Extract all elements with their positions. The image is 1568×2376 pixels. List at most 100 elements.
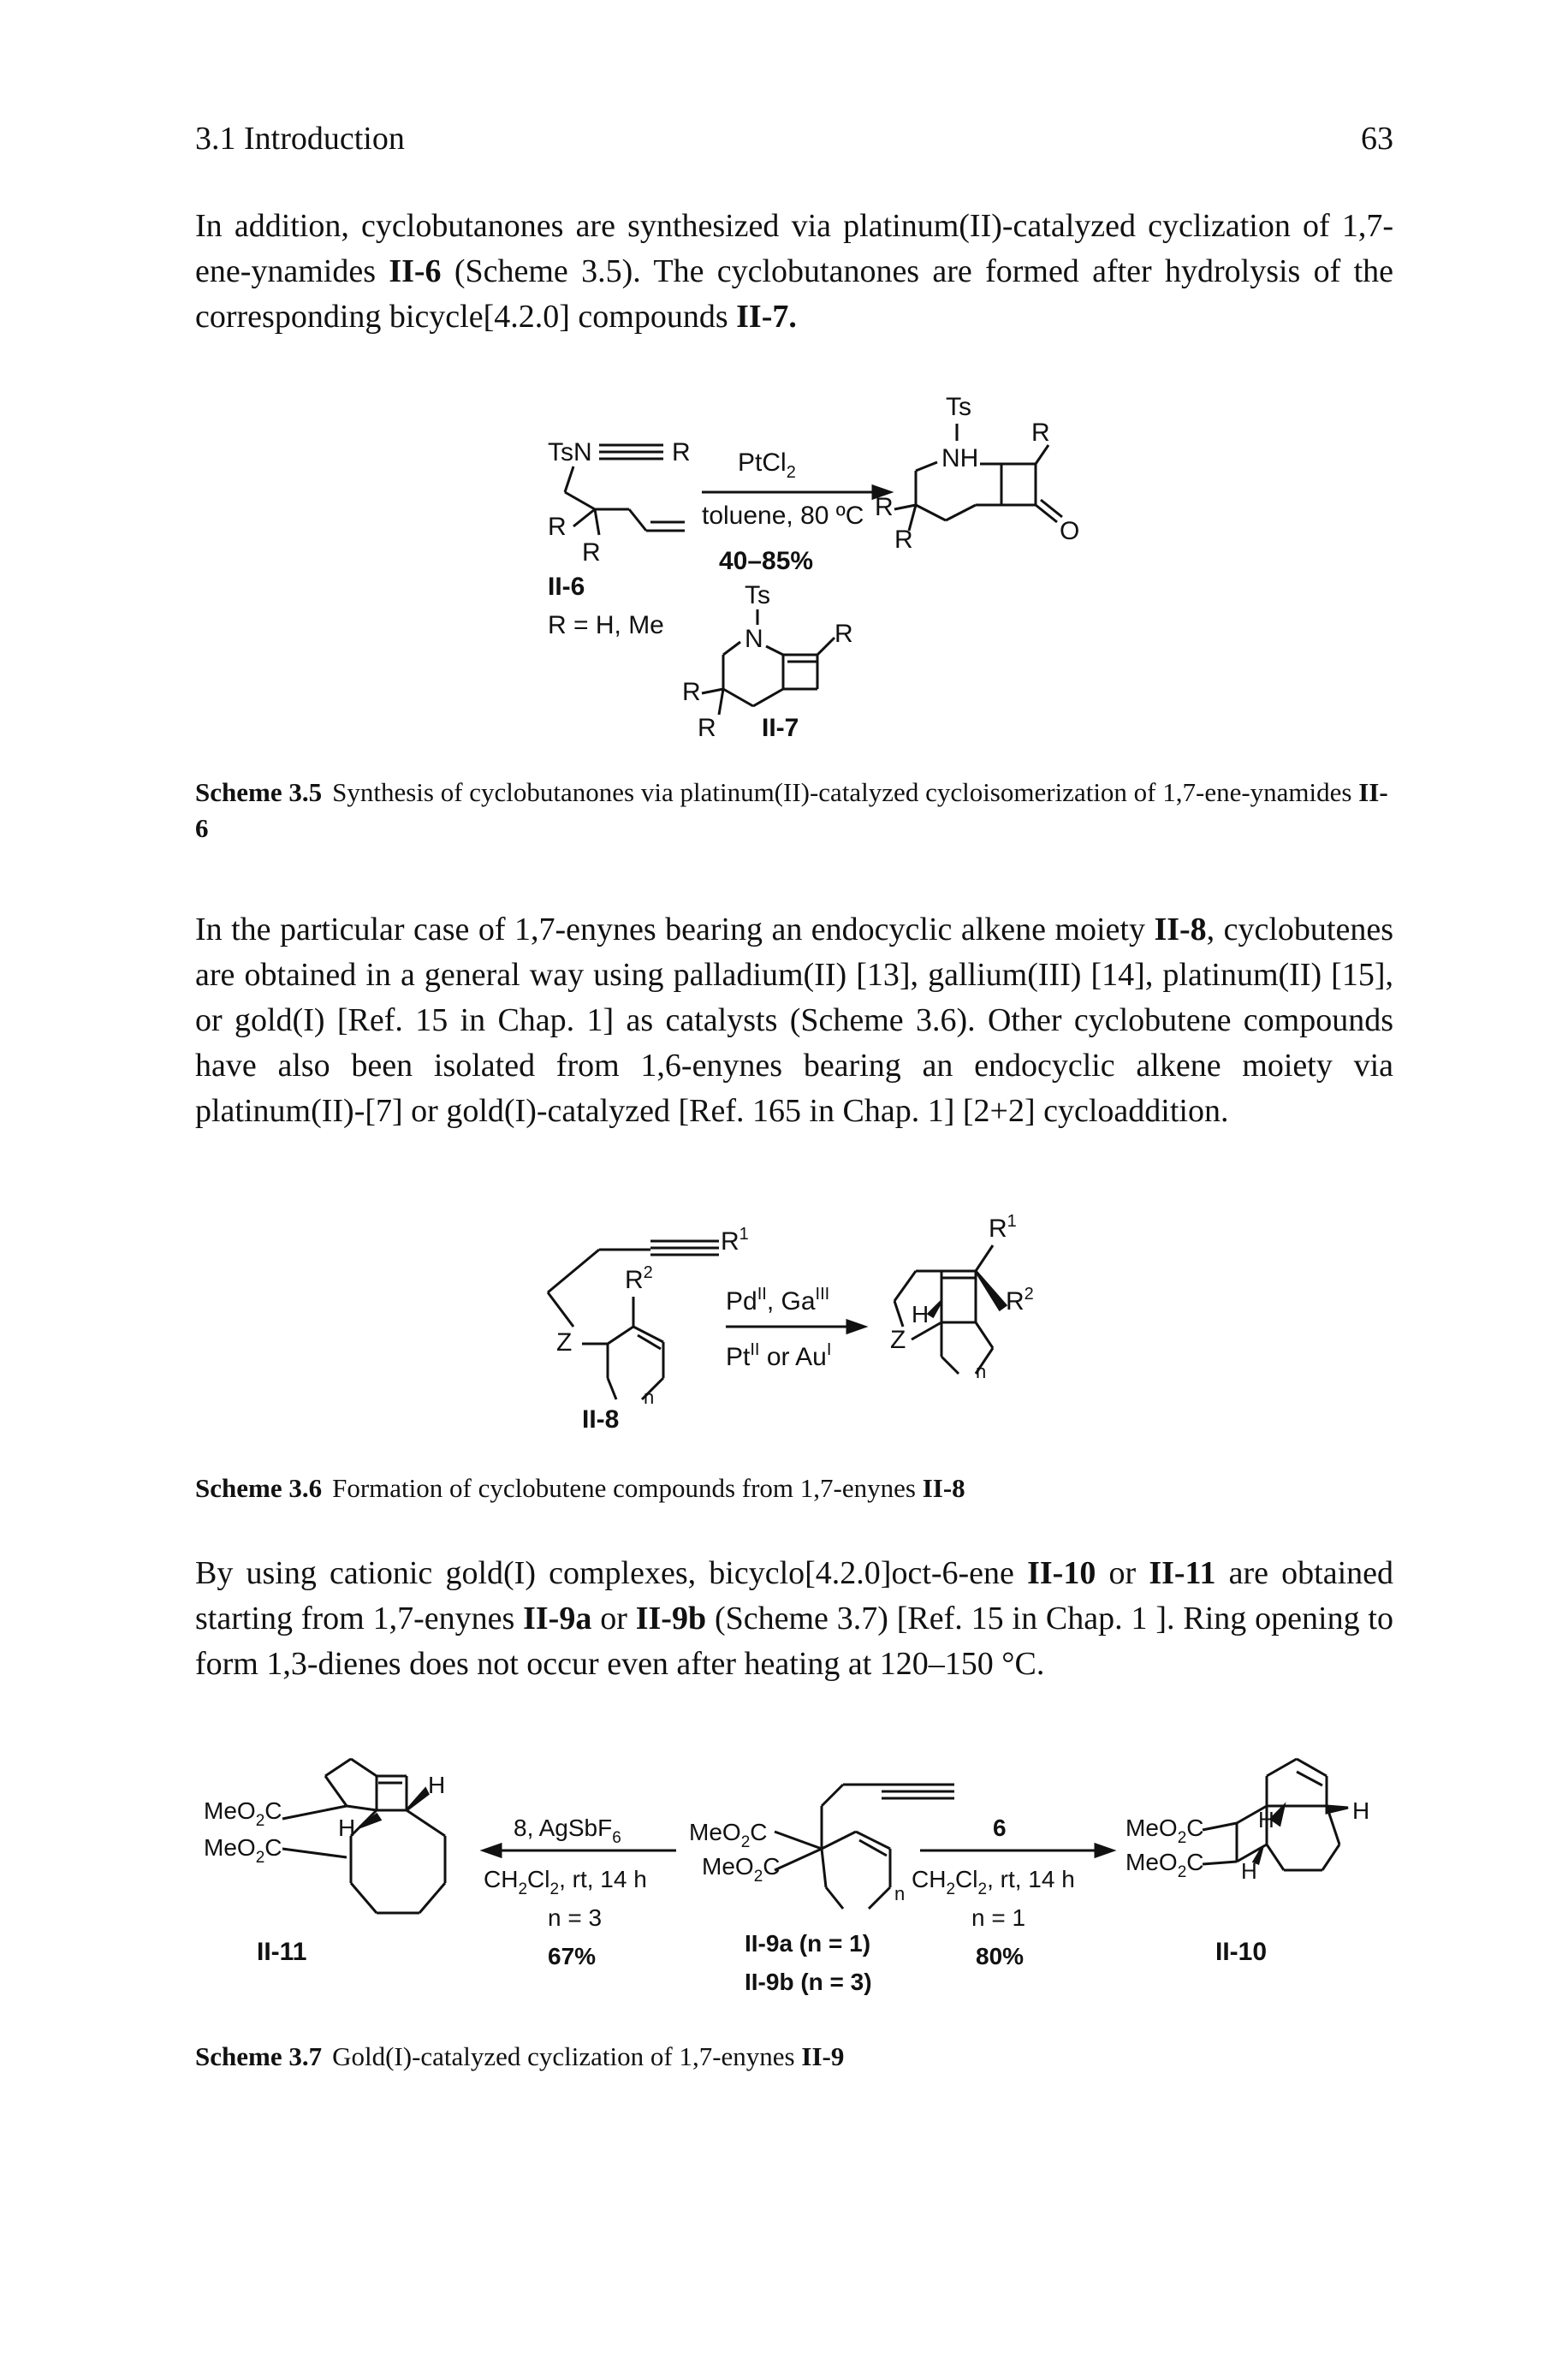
text-run: (Scheme 3.7) [Ref. 15 in Chap. 1 ]. Ring…: [195, 1601, 1393, 1682]
atom-label: NH: [941, 444, 978, 472]
atom-label: R: [548, 513, 567, 541]
atom-label: MeO2C: [204, 1797, 282, 1830]
compound-label: II-9b (n = 3): [745, 1969, 872, 1995]
atom-label: R1: [721, 1225, 749, 1256]
atom-label: H: [1258, 1807, 1274, 1832]
enyne-II-8-structure: R1 Z R2 n II-8: [546, 1225, 749, 1434]
compound-ref: II-9b: [635, 1601, 707, 1636]
text-run: , cyclobutenes are obtained in a general…: [195, 912, 1393, 1129]
atom-label: R: [672, 438, 691, 466]
ring-size-label: n = 3: [548, 1904, 602, 1931]
compound-ref: II-7.: [736, 299, 797, 335]
ring-size-label: n = 1: [971, 1904, 1025, 1931]
compound-label: II-8: [582, 1405, 619, 1434]
atom-label: TsN: [548, 438, 592, 466]
compound-label: II-9a (n = 1): [745, 1930, 870, 1957]
page-number: 63: [1361, 121, 1393, 157]
text-run: are obtained starting from 1,7-enynes: [195, 1555, 1394, 1636]
yield-label: 40–85%: [719, 547, 813, 575]
atom-label: MeO2C: [689, 1819, 768, 1851]
scheme-3-5-figure: TsN R R R II-6 R = H, Me PtCl2 toluene, …: [548, 393, 1079, 742]
text-run: In addition, cyclobutanones are synthesi…: [195, 208, 1393, 289]
compound-label: II-10: [1215, 1938, 1267, 1966]
caption-label: Scheme 3.5: [195, 777, 323, 807]
atom-label: MeO2C: [1126, 1849, 1204, 1881]
conditions-label: CH2Cl2, rt, 14 h: [484, 1866, 647, 1898]
cyclobutanone-product-structure: Ts NH R O R R: [875, 393, 1079, 554]
compound-ref: II-8: [1154, 912, 1207, 947]
bicycle-intermediate-structure: Ts N R R R II-7: [682, 581, 853, 742]
scheme-3-5-caption: Scheme 3.5 Synthesis of cyclobutanones vi…: [195, 775, 1393, 846]
compound-ref: II-8: [922, 1473, 965, 1503]
compound-label: II-11: [257, 1938, 306, 1966]
atom-label: R: [834, 620, 853, 648]
compound-ref: II-11: [1149, 1555, 1216, 1591]
compound-label: II-7: [762, 714, 799, 742]
atom-label: Z: [556, 1328, 572, 1357]
atom-label: MeO2C: [1126, 1815, 1204, 1847]
atom-label: Ts: [745, 581, 770, 609]
compound-label: II-6: [548, 573, 585, 601]
atom-label: MeO2C: [204, 1834, 282, 1867]
atom-label: R2: [1006, 1285, 1034, 1316]
scheme-3-7-figure: MeO2C MeO2C H H II-11 8, AgSbF6 CH2Cl2, …: [204, 1757, 1369, 1995]
catalyst-label: PtII or AuI: [726, 1340, 831, 1371]
arrow-head: [846, 1318, 869, 1335]
atom-label: Z: [890, 1326, 906, 1354]
yield-label: 67%: [548, 1943, 596, 1969]
atom-label: R: [582, 538, 601, 567]
atom-label: R: [875, 493, 894, 521]
compound-ref: II-9: [801, 2041, 845, 2071]
atom-label: H: [428, 1772, 445, 1798]
atom-label: H: [912, 1301, 929, 1328]
caption-label: Scheme 3.6: [195, 1473, 323, 1503]
yield-label: 80%: [976, 1943, 1024, 1969]
atom-label: H: [338, 1815, 355, 1841]
running-header: 3.1 Introduction 63: [195, 120, 1393, 163]
text-run: or: [1096, 1555, 1149, 1591]
compound-ref: II-10: [1027, 1555, 1096, 1591]
text-run: or: [591, 1601, 636, 1636]
product-II-10-structure: MeO2C MeO2C H H H II-10: [1126, 1757, 1369, 1966]
reagent-label: 6: [993, 1815, 1007, 1841]
cyclobutene-product-structure: R1 Z R2 H n: [890, 1212, 1034, 1382]
atom-label: n: [976, 1361, 986, 1382]
scheme-3-6-caption: Scheme 3.6 Formation of cyclobutene compo…: [195, 1470, 1393, 1506]
text-run: In the particular case of 1,7-enynes bea…: [195, 912, 1155, 947]
caption-label: Scheme 3.7: [195, 2041, 323, 2071]
conditions-label: toluene, 80 ºC: [702, 502, 864, 530]
ene-ynamide-structure: TsN R R R II-6 R = H, Me: [548, 438, 691, 639]
section-title: 3.1 Introduction: [195, 121, 405, 157]
caption-text: Gold(I)-catalyzed cyclization of 1,7-eny…: [332, 2041, 802, 2071]
text-run: (Scheme 3.5). The cyclobutanones are for…: [195, 253, 1394, 335]
atom-label: n: [894, 1883, 905, 1904]
atom-label: R: [682, 678, 701, 706]
text-run: By using cationic gold(I) complexes, bic…: [195, 1555, 1028, 1591]
compound-ref: II-6: [389, 253, 442, 289]
caption-text: Formation of cyclobutene compounds from …: [332, 1473, 923, 1503]
atom-label: n: [644, 1387, 654, 1408]
substituent-note: R = H, Me: [548, 611, 664, 639]
atom-label: H: [1352, 1797, 1369, 1824]
atom-label: R2: [625, 1263, 653, 1294]
product-II-11-structure: MeO2C MeO2C H H II-11: [204, 1757, 447, 1966]
catalyst-label: PdII, GaIII: [726, 1285, 829, 1316]
caption-text: Synthesis of cyclobutanones via platinum…: [332, 777, 1359, 807]
atom-label: MeO2C: [702, 1853, 781, 1886]
arrow-head: [1094, 1842, 1117, 1859]
arrow-head: [871, 484, 894, 501]
paragraph-1: In addition, cyclobutanones are synthesi…: [195, 204, 1393, 340]
paragraph-2: In the particular case of 1,7-enynes bea…: [195, 907, 1393, 1134]
atom-label: R: [894, 526, 913, 554]
enyne-II-9-structure: MeO2C MeO2C n II-9a (n = 1) II-9b (n = 3…: [689, 1783, 954, 1995]
atom-label: O: [1060, 517, 1079, 545]
atom-label: R1: [989, 1212, 1017, 1243]
reagent-label: 8, AgSbF6: [514, 1815, 621, 1847]
atom-label: Ts: [946, 393, 971, 421]
paragraph-3: By using cationic gold(I) complexes, bic…: [195, 1551, 1393, 1687]
atom-label: H: [1241, 1858, 1257, 1884]
conditions-label: CH2Cl2, rt, 14 h: [912, 1866, 1075, 1898]
reagent-label: PtCl2: [738, 448, 796, 482]
compound-ref: II-9a: [523, 1601, 592, 1636]
atom-label: R: [698, 714, 716, 742]
